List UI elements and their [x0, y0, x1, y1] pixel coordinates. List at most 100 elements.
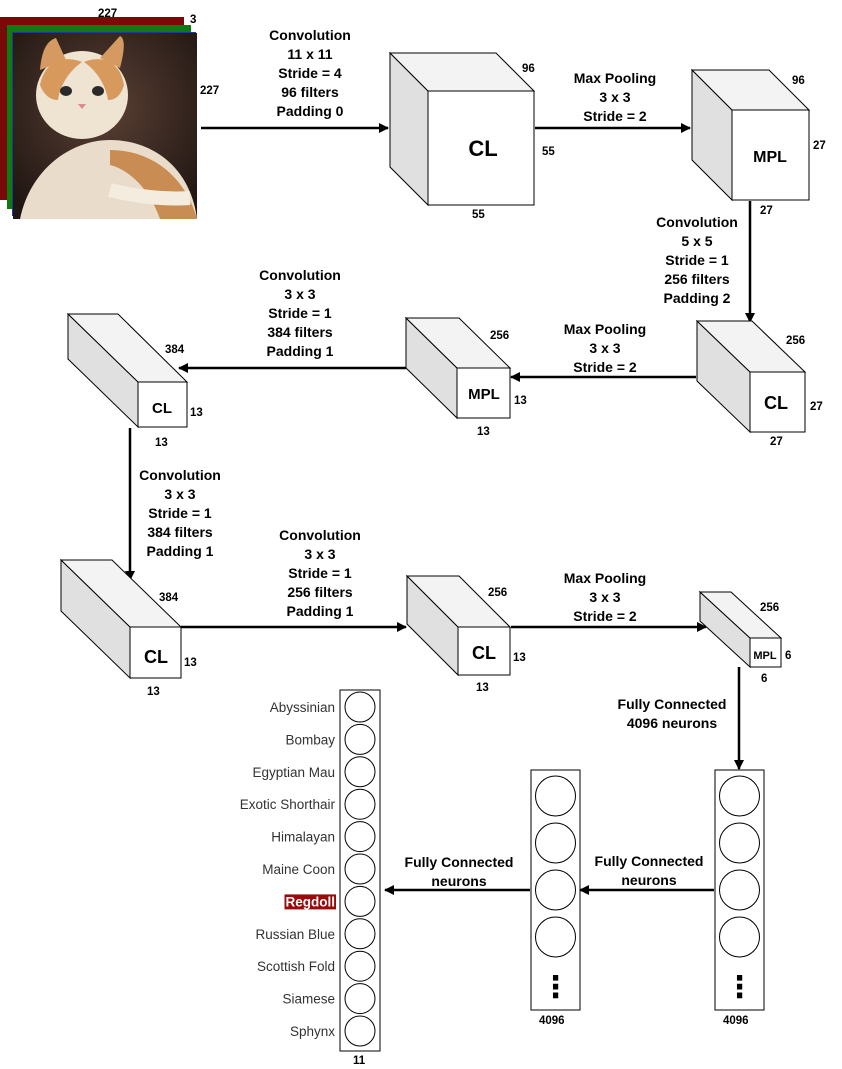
fc2-ellipsis: ⋮ [541, 970, 571, 1005]
output-neuron [344, 788, 376, 820]
input-width-label: 227 [98, 8, 117, 20]
stage5-op-line: 3 x 3 [284, 286, 315, 302]
mpl1-block: MPL [690, 68, 811, 202]
output-neuron [344, 885, 376, 917]
fc1-ellipsis: ⋮ [725, 970, 755, 1005]
stage3-op-line: 256 filters [664, 271, 730, 287]
cl4-height-label: 13 [184, 657, 197, 669]
stage2-op-line: Stride = 2 [583, 108, 647, 124]
stage3-op-line: 5 x 5 [681, 233, 712, 249]
class-label: Maine Coon [262, 862, 335, 877]
mpl3-depth-label: 256 [760, 602, 779, 614]
stage3-op-line: Convolution [656, 214, 738, 230]
cl2-depth-label: 256 [786, 335, 805, 347]
fc2-arrow-label: Fully Connected neurons [595, 853, 704, 888]
output-neuron [344, 1015, 376, 1047]
neuron [535, 916, 576, 958]
output-neurons [344, 691, 376, 1047]
class-label: Egyptian Mau [252, 765, 335, 780]
cl5-width-label: 13 [476, 682, 489, 694]
cl3-width-label: 13 [155, 437, 168, 449]
output-neuron [344, 853, 376, 885]
neuron [535, 869, 576, 911]
cl2-width-label: 27 [770, 436, 783, 448]
fc2-op-line: neurons [621, 872, 676, 888]
stage4-op-line: 3 x 3 [589, 340, 620, 356]
output-neuron [344, 983, 376, 1015]
mpl2-depth-label: 256 [490, 330, 509, 342]
fc3-op-line: Fully Connected [405, 854, 514, 870]
class-label: Abyssinian [270, 700, 335, 715]
mpl3-block: MPL [698, 590, 783, 669]
mpl2-block: MPL [404, 316, 512, 420]
stage1-op-line: 96 filters [281, 84, 339, 100]
stage6-op-line: 384 filters [147, 524, 213, 540]
fc3-op-line: neurons [431, 873, 486, 889]
output-size-label: 11 [353, 1055, 366, 1067]
cl5-block: CL [405, 574, 512, 677]
stage7-arrow-label: Convolution 3 x 3 Stride = 1 256 filters… [279, 527, 361, 619]
class-label: Russian Blue [255, 927, 335, 942]
mpl3-height-label: 6 [785, 650, 791, 662]
cl3-block: CL [66, 312, 189, 429]
class-label-highlighted: Regdoll [286, 894, 336, 909]
stage1-arrow-label: Convolution 11 x 11 Stride = 4 96 filter… [269, 27, 351, 119]
stage1-op-line: 11 x 11 [287, 46, 332, 62]
stage8-op-line: 3 x 3 [589, 589, 620, 605]
output-neuron [344, 691, 376, 723]
stage8-arrow-label: Max Pooling 3 x 3 Stride = 2 [564, 570, 646, 624]
cl2-block: CL [695, 319, 807, 434]
mpl2-height-label: 13 [514, 395, 527, 407]
cat-photo [13, 33, 197, 219]
input-height-label: 227 [200, 85, 219, 97]
stage7-op-line: Convolution [279, 527, 361, 543]
stage2-op-line: 3 x 3 [599, 89, 630, 105]
stage1-op-line: Stride = 4 [278, 65, 342, 81]
cl4-block: CL [59, 558, 183, 680]
stage2-arrow-label: Max Pooling 3 x 3 Stride = 2 [574, 70, 656, 124]
stage1-op-line: Convolution [269, 27, 351, 43]
stage7-op-line: Padding 1 [287, 603, 354, 619]
mpl2-label: MPL [468, 386, 500, 403]
output-layer [339, 689, 381, 1052]
mpl2-width-label: 13 [477, 426, 490, 438]
cl3-label: CL [152, 400, 172, 417]
cl3-depth-label: 384 [165, 344, 185, 356]
stage8-op-line: Max Pooling [564, 570, 646, 586]
cl2-height-label: 27 [810, 401, 823, 413]
stage3-arrow-label: Convolution 5 x 5 Stride = 1 256 filters… [656, 214, 738, 306]
fc1-arrow-label: Fully Connected 4096 neurons [618, 696, 727, 731]
stage7-op-line: 3 x 3 [304, 546, 335, 562]
class-highlight-box [284, 894, 336, 910]
neuron [535, 822, 576, 864]
mpl3-width-label: 6 [761, 673, 767, 685]
stage3-op-line: Padding 2 [664, 290, 731, 306]
output-neuron [344, 821, 376, 853]
neuron [719, 822, 760, 864]
stage4-op-line: Stride = 2 [573, 359, 637, 375]
class-label: Exotic Shorthair [240, 797, 336, 812]
cl5-label: CL [472, 643, 496, 663]
stage5-op-line: Convolution [259, 267, 341, 283]
stage5-arrow-label: Convolution 3 x 3 Stride = 1 384 filters… [259, 267, 341, 359]
cl4-width-label: 13 [147, 686, 160, 698]
cl1-block: CL [388, 51, 536, 207]
fc2-op-line: Fully Connected [595, 853, 704, 869]
stage6-op-line: Convolution [139, 467, 221, 483]
cl1-depth-label: 96 [522, 63, 535, 75]
mpl3-label: MPL [753, 650, 777, 662]
fc1-op-line: Fully Connected [618, 696, 727, 712]
neuron [535, 775, 576, 817]
stage4-op-line: Max Pooling [564, 321, 646, 337]
stage1-op-line: Padding 0 [277, 103, 344, 119]
stage6-op-line: Padding 1 [147, 543, 214, 559]
stage4-arrow-label: Max Pooling 3 x 3 Stride = 2 [564, 321, 646, 375]
output-neuron [344, 723, 376, 755]
stage2-op-line: Max Pooling [574, 70, 656, 86]
neuron [719, 869, 760, 911]
neuron [719, 775, 760, 817]
neuron [719, 916, 760, 958]
fc1-layer: ⋮ [714, 769, 765, 1011]
